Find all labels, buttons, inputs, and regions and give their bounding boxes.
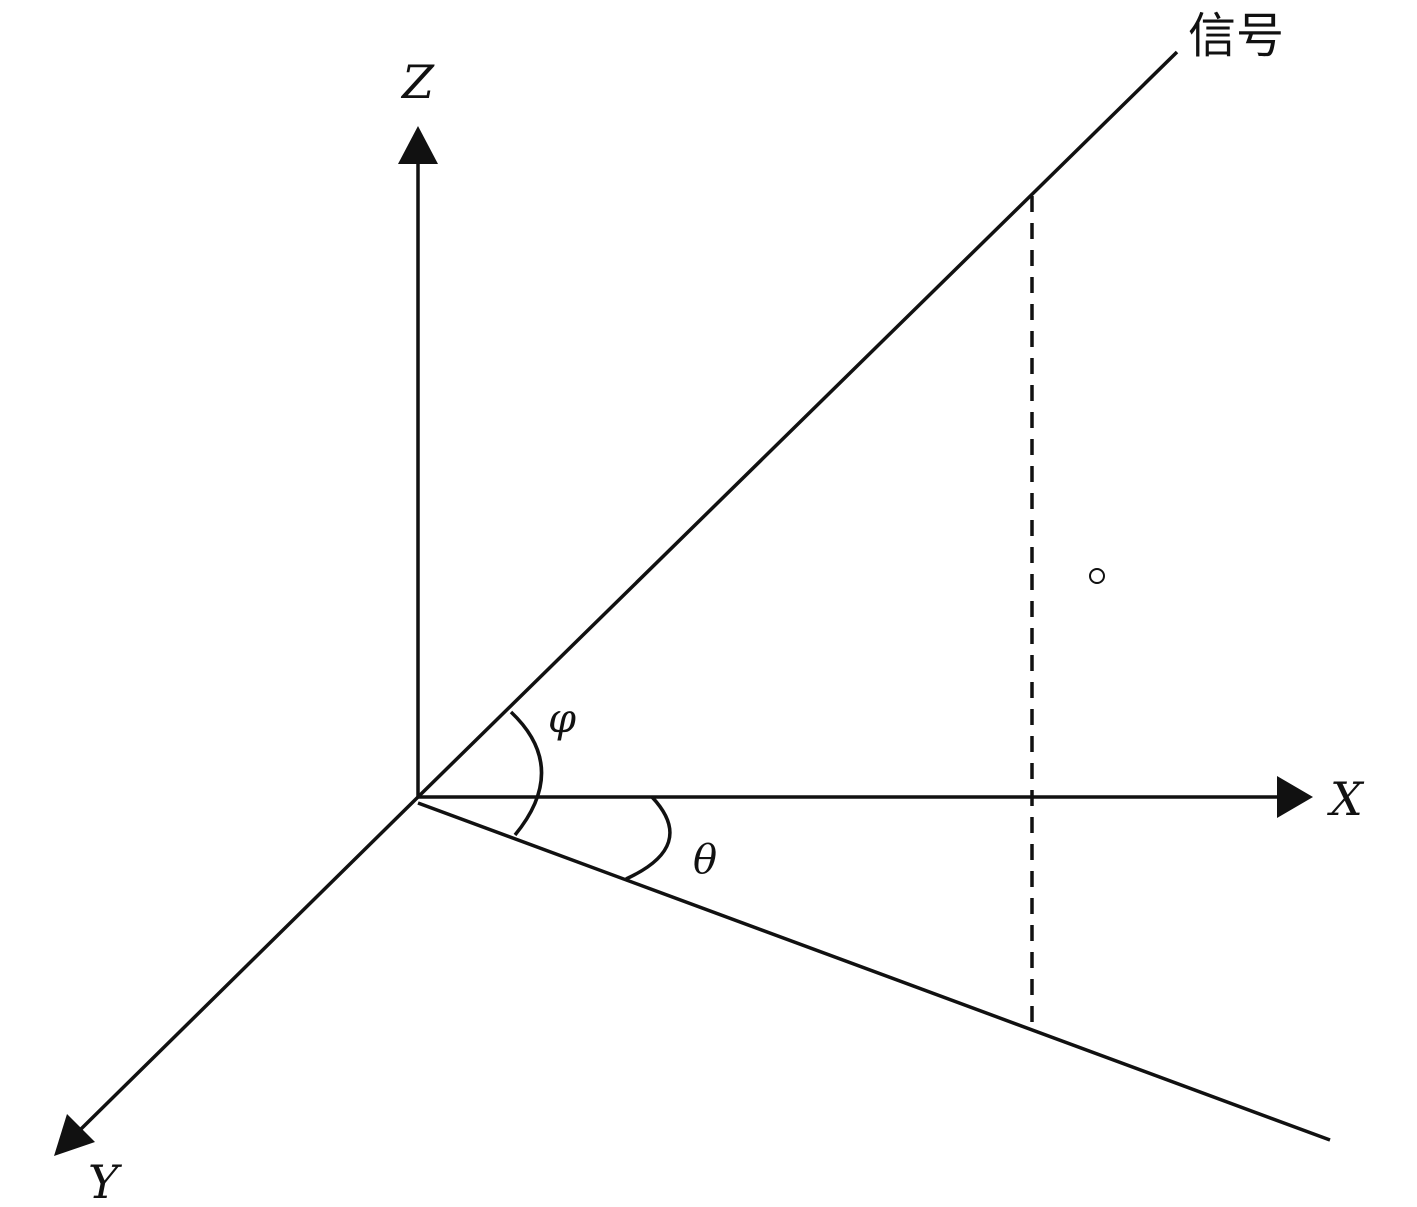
small-circle-marker bbox=[1089, 568, 1105, 584]
theta-label: θ bbox=[693, 837, 717, 883]
y-axis-label: Y bbox=[88, 1155, 123, 1207]
y-axis-line bbox=[78, 795, 420, 1132]
theta-angle-arc bbox=[625, 795, 672, 881]
y-axis-arrowhead bbox=[54, 1114, 95, 1156]
signal-label: 信号 bbox=[1188, 8, 1284, 64]
phi-label: φ bbox=[548, 696, 576, 742]
x-axis-arrowhead bbox=[1277, 776, 1313, 818]
phi-angle-arc bbox=[509, 710, 544, 837]
x-axis-label: X bbox=[1327, 772, 1365, 826]
z-axis-label: Z bbox=[400, 55, 435, 109]
signal-line bbox=[416, 50, 1179, 799]
projection-line bbox=[417, 801, 1331, 1142]
z-axis-arrowhead bbox=[398, 126, 438, 164]
